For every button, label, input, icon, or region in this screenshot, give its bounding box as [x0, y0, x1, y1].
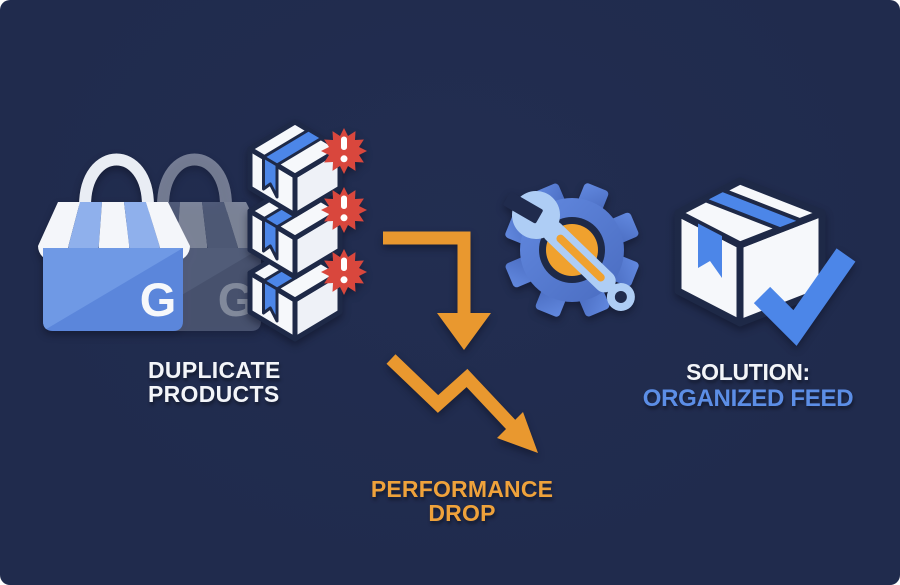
- wrench-icon: [503, 191, 635, 311]
- decline-arrow-group: [380, 350, 550, 465]
- stacked-product-boxes-icon: [240, 116, 367, 371]
- zigzag-decline-arrow-icon: [386, 354, 538, 453]
- duplicate-line2: PRODUCTS: [148, 381, 280, 407]
- google-merchant-storefront-icon: G G: [38, 153, 268, 331]
- bag-handle: [79, 153, 154, 212]
- main-storefront: G: [38, 153, 190, 331]
- awning: [38, 202, 190, 261]
- package-tape: [702, 188, 804, 232]
- checkmark-icon: [753, 248, 856, 346]
- duplicate-line1: DUPLICATE: [148, 357, 281, 383]
- elbow-down-arrow-icon: [383, 231, 491, 350]
- solution-line1: SOLUTION:: [686, 359, 810, 385]
- performance-drop-label: PERFORMANCE DROP: [332, 477, 592, 525]
- package-check-group: [660, 165, 882, 355]
- package-checkmark-icon: [674, 177, 856, 346]
- gear-wrench-icon: [503, 183, 639, 317]
- wrench-stripe: [556, 234, 605, 282]
- gear-wrench-group: [500, 178, 650, 328]
- duplicate-products-label: DUPLICATE PRODUCTS: [148, 358, 281, 406]
- down-arrow-group: [375, 228, 505, 358]
- product-boxes-group: [240, 116, 375, 371]
- storefront-group: G G: [28, 140, 273, 345]
- solution-label: SOLUTION: ORGANIZED FEED: [608, 359, 888, 413]
- performance-line2: DROP: [428, 500, 496, 526]
- performance-line1: PERFORMANCE: [370, 476, 554, 502]
- bag-highlight: [43, 248, 183, 331]
- solution-line2: ORGANIZED FEED: [642, 385, 854, 412]
- google-logo-letter: G: [140, 273, 177, 326]
- ghost-bag-handle: [157, 153, 232, 212]
- package-flap-tape: [698, 223, 722, 278]
